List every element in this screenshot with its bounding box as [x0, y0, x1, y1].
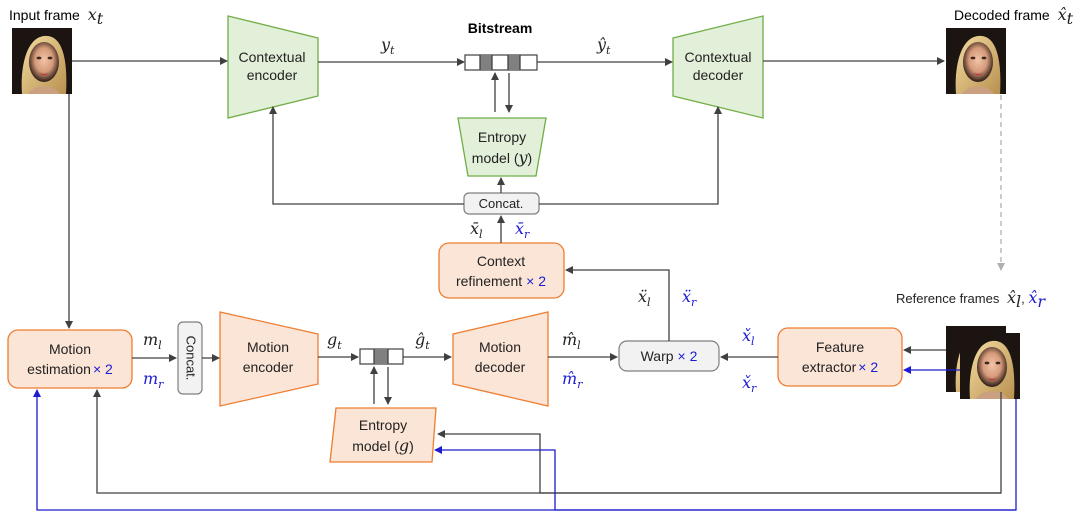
motion-estimation-block: Motion estimation× 2	[7, 329, 133, 389]
svg-text:encoder: encoder	[243, 359, 294, 375]
svg-text:m̂l: m̂l	[562, 330, 581, 352]
contextual-encoder-block: Contextual encoder	[227, 15, 319, 119]
bitstream-label: Bitstream	[468, 20, 533, 36]
svg-text:Motion: Motion	[479, 339, 521, 355]
svg-text:extractor× 2: extractor× 2	[802, 359, 879, 375]
bottom-bitstream	[359, 348, 404, 365]
svg-text:ŷt: ŷt	[596, 35, 611, 57]
concat-top-block: Concat.	[463, 192, 540, 215]
svg-text:decoder: decoder	[693, 67, 744, 83]
svg-text:ml: ml	[143, 330, 162, 352]
svg-text:Concat.: Concat.	[479, 196, 524, 211]
svg-text:Entropy: Entropy	[478, 129, 526, 145]
input-frame-image	[12, 28, 72, 94]
svg-text:m̂r: m̂r	[562, 369, 583, 391]
context-refinement-block: Context refinement× 2	[438, 242, 565, 299]
entropy-model-g-block: Entropy model (g)	[329, 407, 437, 463]
svg-text:x̌r: x̌r	[742, 373, 757, 395]
svg-text:Feature: Feature	[816, 339, 864, 355]
svg-text:x̌l: x̌l	[742, 326, 755, 348]
svg-text:x̄l: x̄l	[470, 219, 483, 241]
svg-text:yt: yt	[380, 35, 395, 57]
svg-text:refinement× 2: refinement× 2	[456, 273, 546, 289]
feature-extractor-block: Feature extractor× 2	[777, 327, 903, 387]
symbol-labels: yt ŷt x̄l x̄r ẍl ẍr x̌l x̌r ml mr gt ĝt …	[143, 35, 757, 395]
svg-text:Contextual: Contextual	[239, 49, 306, 65]
svg-text:gt: gt	[327, 330, 342, 352]
svg-text:ẍr: ẍr	[682, 287, 697, 309]
svg-text:encoder: encoder	[247, 67, 298, 83]
svg-text:Warp× 2: Warp× 2	[641, 348, 698, 364]
svg-text:Context: Context	[477, 253, 525, 269]
svg-text:Motion: Motion	[49, 341, 91, 357]
svg-text:model (y): model (y)	[472, 148, 532, 167]
svg-text:Concat.: Concat.	[184, 336, 199, 381]
top-bitstream	[464, 54, 538, 71]
contextual-decoder-block: Contextual decoder	[672, 15, 764, 119]
svg-text:decoder: decoder	[475, 359, 526, 375]
motion-decoder-block: Motion decoder	[452, 311, 549, 407]
svg-text:estimation× 2: estimation× 2	[27, 361, 113, 377]
svg-text:x̄r: x̄r	[515, 219, 530, 241]
decoded-frame-label: Decoded frame x̂t	[954, 5, 1074, 28]
svg-text:model (g): model (g)	[352, 436, 414, 455]
reference-frame-image-front	[960, 333, 1020, 399]
svg-text:Motion: Motion	[247, 339, 289, 355]
entropy-model-y-block: Entropy model (y)	[457, 117, 547, 177]
connections	[33, 57, 1017, 511]
input-frame-label: Input frame xt	[9, 5, 104, 28]
svg-text:ẍl: ẍl	[638, 287, 651, 309]
decoded-frame-image	[946, 28, 1006, 94]
warp-block: Warp× 2	[618, 340, 720, 372]
svg-text:ĝt: ĝt	[415, 330, 430, 352]
svg-text:Entropy: Entropy	[359, 417, 407, 433]
reference-frames-label: Reference frames x̂l, x̂r	[896, 288, 1046, 311]
svg-text:Contextual: Contextual	[685, 49, 752, 65]
svg-text:mr: mr	[143, 369, 164, 391]
concat-motion-block: Concat.	[177, 321, 203, 395]
motion-encoder-block: Motion encoder	[219, 311, 319, 407]
